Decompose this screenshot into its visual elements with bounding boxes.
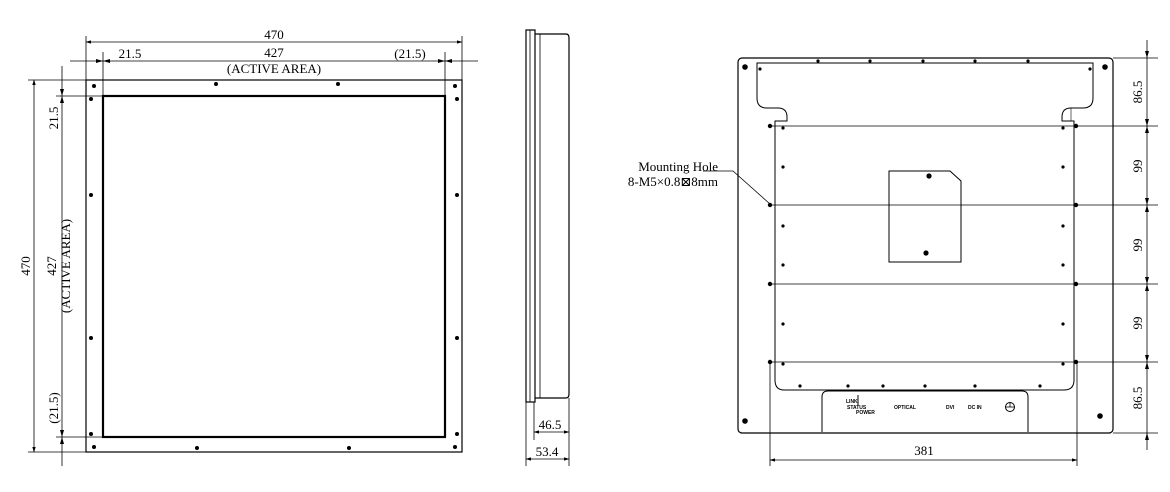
front-bezel-outline xyxy=(85,79,463,453)
rear-center-plate xyxy=(888,170,962,263)
front-height-overall: 470 xyxy=(18,256,33,276)
connector-link-label: LINK xyxy=(846,399,858,405)
rear-hole-span-width: 381 xyxy=(914,443,934,458)
rear-dim-top: 86.5 xyxy=(1130,81,1145,104)
connector-power-label: POWER xyxy=(856,410,875,416)
mounting-hole-leader xyxy=(703,170,771,205)
front-active-area-label: (ACTIVE AREA) xyxy=(227,61,321,76)
front-active-area xyxy=(101,94,447,439)
front-margin-left: 21.5 xyxy=(119,46,142,61)
front-width-overall: 470 xyxy=(264,27,284,42)
rear-chassis-outline xyxy=(737,57,1114,434)
side-depth-front: 46.5 xyxy=(539,417,562,432)
front-dimension-texts: 470 21.5 427 (21.5) (ACTIVE AREA) 470 21… xyxy=(18,27,426,424)
side-front-bezel xyxy=(525,29,536,403)
connector-optical-label: OPTICAL xyxy=(894,405,916,411)
front-margin-top: 21.5 xyxy=(46,107,61,130)
front-margin-right: (21.5) xyxy=(394,46,425,61)
connector-status-label: STATUS xyxy=(847,405,867,411)
rear-inner-panel xyxy=(756,62,1094,391)
side-view xyxy=(525,29,570,466)
rear-connector-panel xyxy=(821,390,1029,432)
side-dimension-texts: 46.5 53.4 xyxy=(536,417,562,459)
rear-dim-mid-2: 99 xyxy=(1130,239,1145,252)
front-active-height: 427 xyxy=(44,256,59,276)
connector-dvi-label: DVI xyxy=(946,405,955,411)
connector-dcin-label: DC IN xyxy=(968,405,982,411)
rear-view xyxy=(703,40,1158,466)
ground-symbol-icon xyxy=(1005,402,1015,412)
mounting-hole-spec: 8-M5×0.8⊠8mm xyxy=(628,174,718,189)
rear-dim-mid-3: 99 xyxy=(1130,317,1145,330)
rear-panel-screws xyxy=(758,59,1092,388)
front-margin-bottom: (21.5) xyxy=(46,392,61,423)
rear-dim-bottom: 86.5 xyxy=(1130,387,1145,410)
rear-dim-mid-1: 99 xyxy=(1130,160,1145,173)
front-screw-holes xyxy=(89,82,459,450)
rear-texts: Mounting Hole 8-M5×0.8⊠8mm 86.5 99 99 99… xyxy=(628,81,1145,458)
side-body xyxy=(535,33,570,399)
side-depth-overall: 53.4 xyxy=(536,444,559,459)
front-view xyxy=(28,36,478,466)
front-active-area-vertical: (ACTIVE AREA) xyxy=(58,219,73,313)
front-active-width: 427 xyxy=(264,45,284,60)
rear-mounting-holes xyxy=(742,64,1108,424)
mounting-hole-label: Mounting Hole xyxy=(638,159,718,174)
